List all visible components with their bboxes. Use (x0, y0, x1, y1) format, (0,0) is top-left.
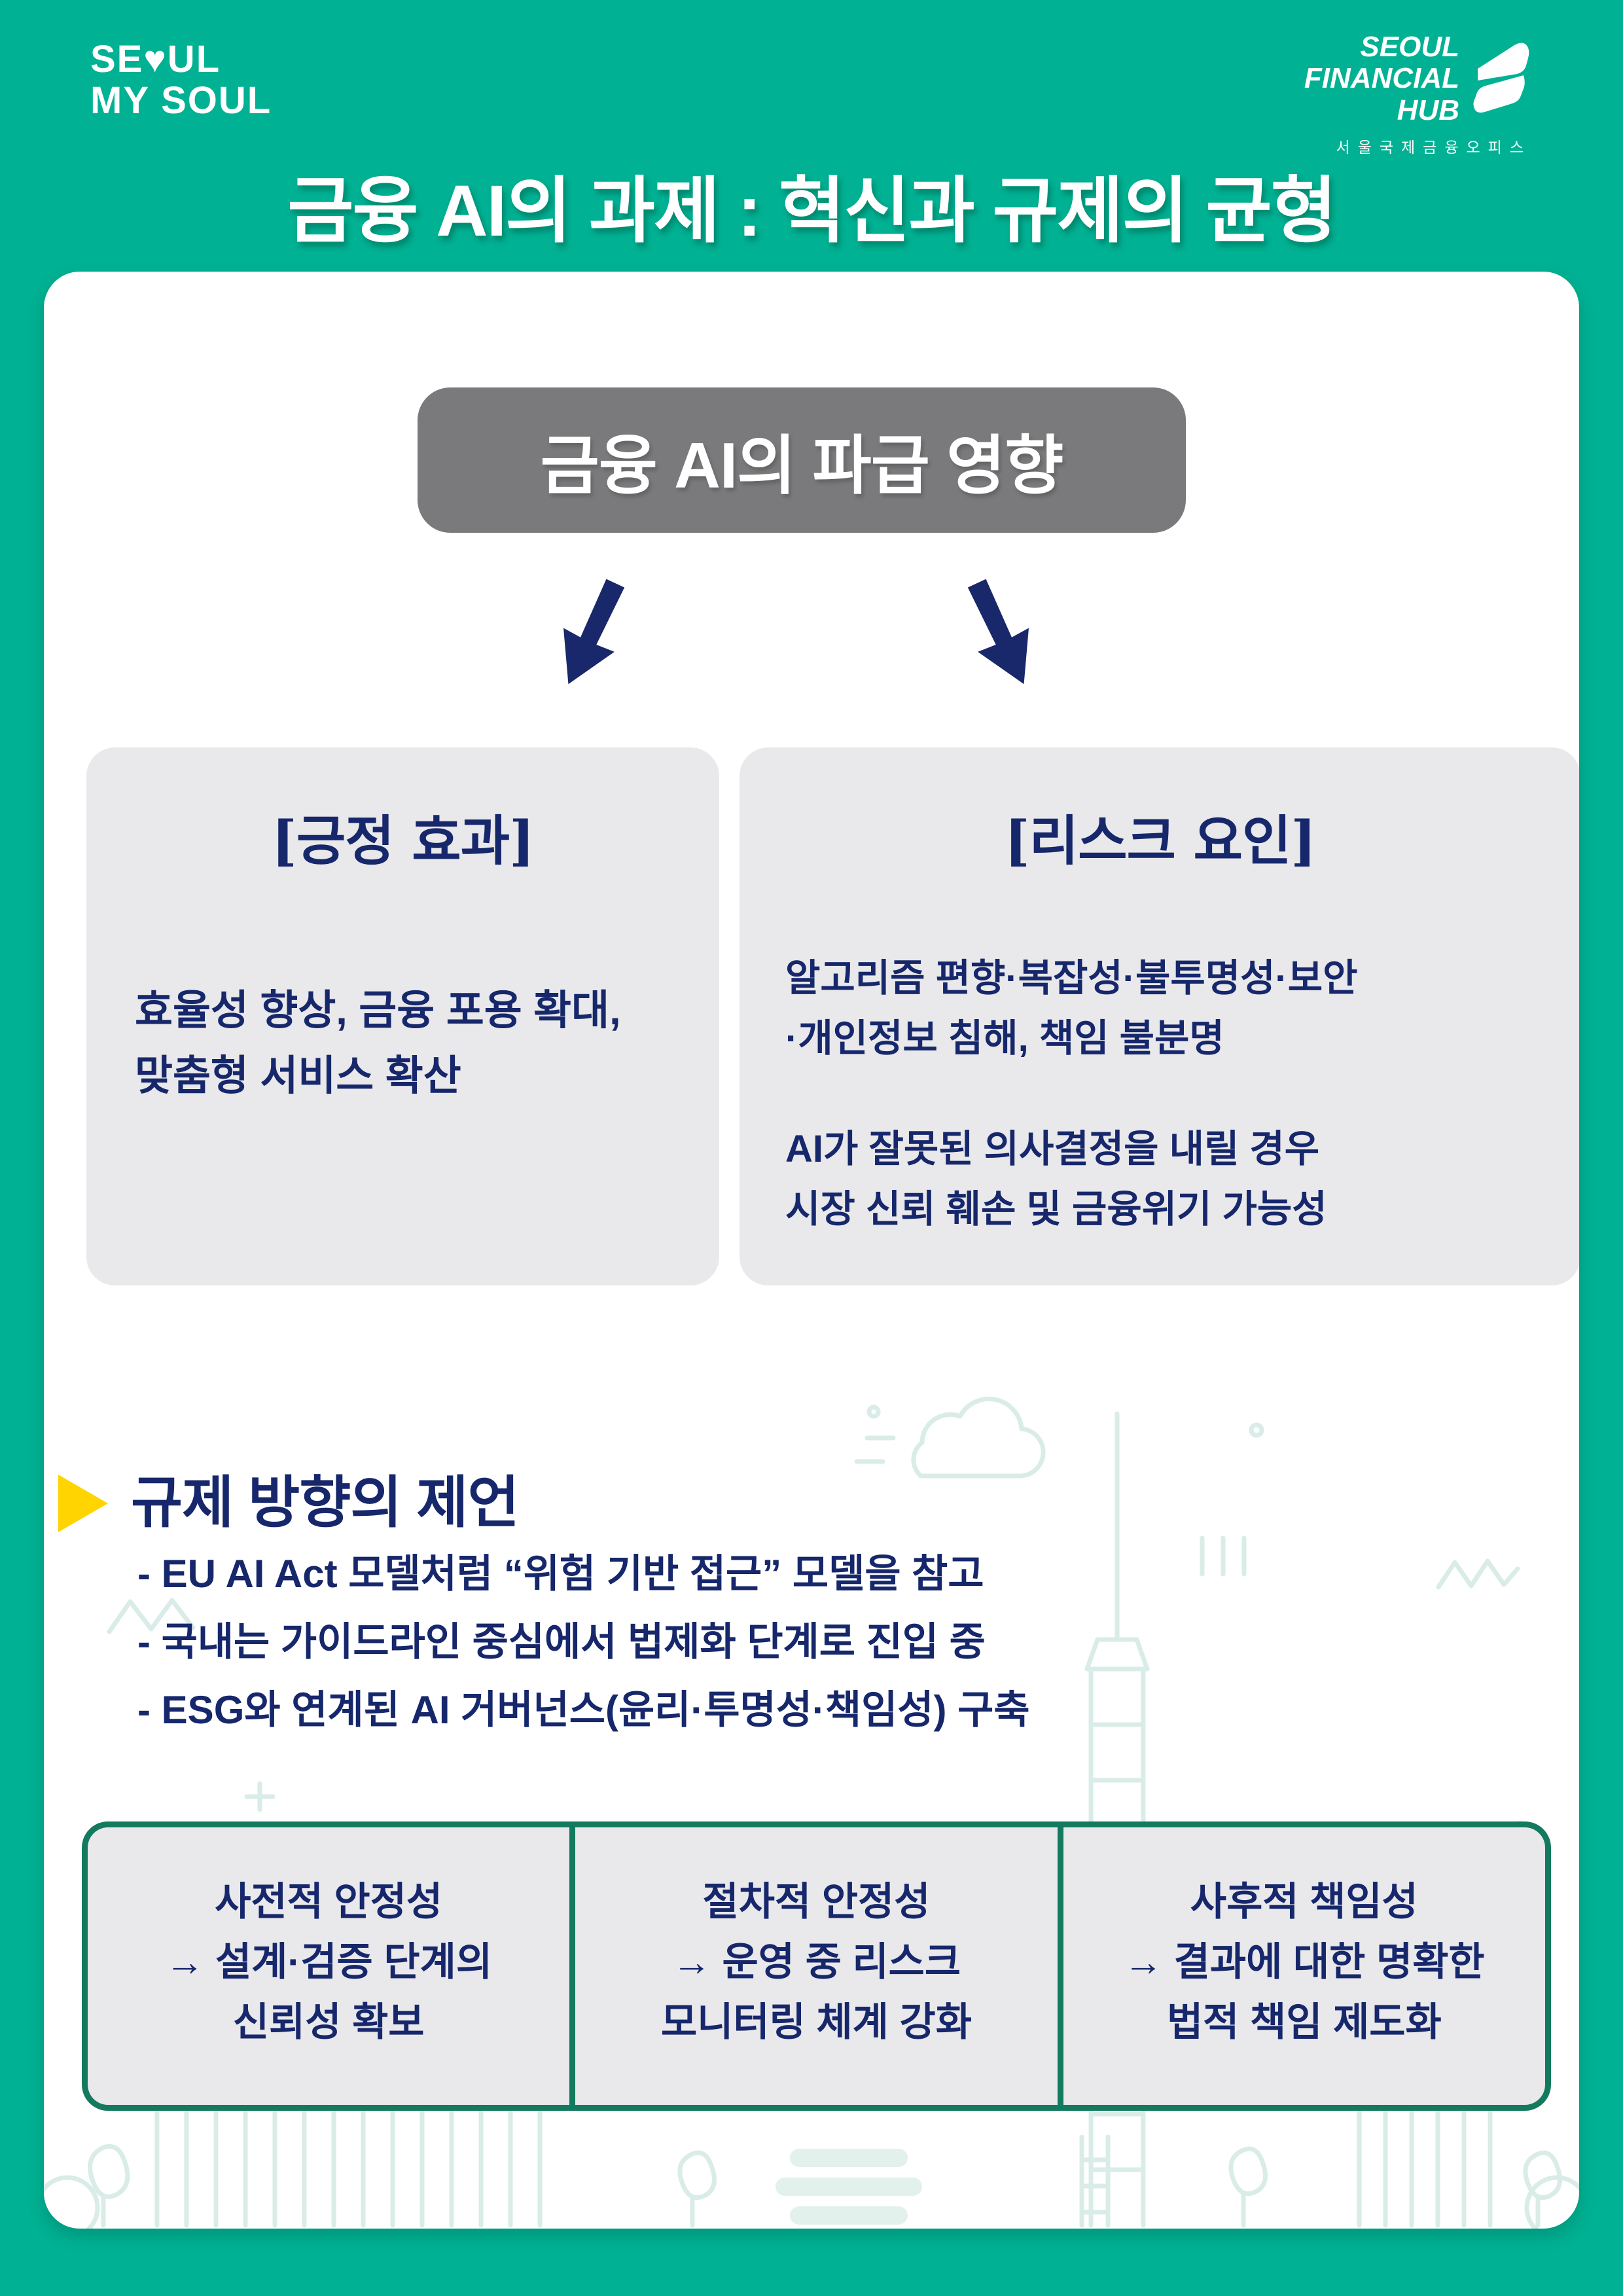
seoul-my-soul-logo-line2: MY SOUL (90, 79, 272, 122)
positive-effects-title: [긍정 효과] (272, 810, 535, 872)
arrow-down-right-icon (936, 564, 1065, 704)
suggestion-item: - EU AI Act 모델처럼 “위험 기반 접근” 모델을 참고 (137, 1552, 984, 1596)
seoul-financial-hub-logo: SEOUL FINANCIAL HUB 서울국제금융오피스 (1304, 31, 1531, 156)
risk-factors-body-2: AI가 잘못된 의사결정을 내릴 경우 시장 신뢰 훼손 및 금융위기 가능성 (785, 1128, 1327, 1230)
content-card: 금융 AI의 파급 영향 [긍정 효과] 효율성 향상, 금융 포용 확대, 맞… (44, 272, 1579, 2229)
principle-cell-preventive: 사전적 안정성 → 설계·검증 단계의 신뢰성 확보 (88, 1827, 570, 2105)
sfh-s-icon (1473, 43, 1529, 113)
principles-table: 사전적 안정성 → 설계·검증 단계의 신뢰성 확보 절차적 안정성 → 운영 … (82, 1821, 1551, 2111)
seoul-my-soul-logo-line1: SE♥UL (90, 38, 221, 81)
sfh-word-seoul: SEOUL (1360, 31, 1459, 63)
page-title: 금융 AI의 과제 : 혁신과 규제의 균형 (287, 171, 1337, 251)
suggestion-item: - ESG와 연계된 AI 거버넌스(윤리·투명성·책임성) 구축 (137, 1687, 1030, 1732)
sfh-word-financial: FINANCIAL (1304, 62, 1459, 95)
impact-badge: 금융 AI의 파급 영향 (418, 387, 1186, 533)
suggestion-item: - 국내는 가이드라인 중심에서 법제화 단계로 진입 중 (137, 1619, 986, 1664)
sfh-subtitle: 서울국제금융오피스 (1336, 139, 1531, 156)
sfh-word-hub: HUB (1397, 94, 1459, 126)
positive-effects-box: [긍정 효과] 효율성 향상, 금융 포용 확대, 맞춤형 서비스 확산 (86, 747, 719, 1285)
suggestion-heading: 규제 방향의 제언 (131, 1471, 520, 1534)
yellow-triangle-icon (58, 1475, 108, 1532)
seoul-financial-hub-wordmark: SEOUL FINANCIAL HUB (1304, 31, 1459, 126)
positive-effects-body: 효율성 향상, 금융 포용 확대, 맞춤형 서비스 확산 (135, 988, 621, 1099)
principle-cell-procedural: 절차적 안정성 → 운영 중 리스크 모니터링 체계 강화 (575, 1827, 1058, 2105)
principle-cell-accountability: 사후적 책임성 → 결과에 대한 명확한 법적 책임 제도화 (1063, 1827, 1545, 2105)
arrow-down-left-icon (527, 564, 656, 704)
risk-factors-box: [리스크 요인] 알고리즘 편향·복잡성·불투명성·보안 ·개인정보 침해, 책… (740, 747, 1579, 1285)
suggestion-list: - EU AI Act 모델처럼 “위험 기반 접근” 모델을 참고 - 국내는… (137, 1540, 1030, 1744)
risk-factors-body-1: 알고리즘 편향·복잡성·불투명성·보안 ·개인정보 침해, 책임 불분명 (785, 957, 1358, 1060)
risk-factors-title: [리스크 요인] (1004, 810, 1316, 872)
seoul-my-soul-logo: SE♥UL MY SOUL (90, 39, 272, 121)
